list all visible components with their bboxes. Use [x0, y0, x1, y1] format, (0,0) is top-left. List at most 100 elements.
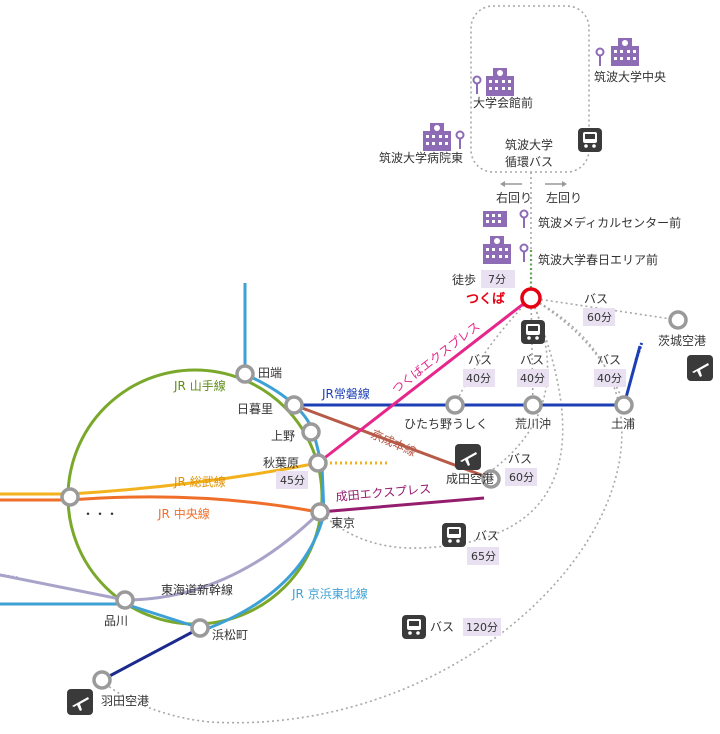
bus-icon	[402, 615, 426, 639]
label-time-tx: 45分	[280, 474, 305, 487]
label-time-tokyo: 65分	[471, 550, 496, 563]
direction-arrows	[500, 181, 567, 187]
label-ibaraki-airport: 茨城空港	[658, 334, 706, 348]
label-narita: 成田空港	[446, 472, 494, 486]
label-bus-hitachino: バス	[468, 353, 492, 367]
bus-stop-icon	[455, 130, 465, 149]
bus-stop-icon	[595, 47, 605, 66]
label-tokyo: 東京	[331, 516, 355, 530]
label-akihabara: 秋葉原	[263, 456, 299, 470]
bus-stop-icon	[519, 209, 529, 228]
line-monorail	[101, 626, 201, 682]
stations	[60, 287, 688, 690]
tag-bg-haneda	[463, 618, 501, 636]
airplane-icon	[687, 355, 713, 381]
station-narita[interactable]	[481, 469, 501, 489]
bus-route-hitachino	[454, 297, 532, 406]
label-loop-title-1: 筑波大学	[505, 137, 553, 152]
bus-routes	[101, 5, 679, 724]
label-hamamatsucho: 浜松町	[212, 628, 248, 642]
bus-icon	[442, 523, 466, 547]
tag-bg-walk	[481, 270, 515, 288]
airplane-icon	[455, 444, 481, 470]
label-kasuga: 筑波大学春日エリア前	[538, 252, 658, 267]
bus-route-tokyo	[319, 297, 564, 549]
station-ueno[interactable]	[301, 422, 321, 442]
label-hitachino-ushiku: ひたち野うしく	[404, 417, 488, 431]
label-bus-haneda: バス	[430, 620, 454, 634]
bus-icon	[521, 320, 545, 344]
tag-bg-narita	[505, 468, 537, 486]
tag-bg-ibaraki	[583, 308, 615, 326]
station-tsukuba[interactable]	[520, 287, 542, 309]
label-line-sobu: JR 総武線	[173, 474, 226, 489]
tag-bg-tsuchiura	[594, 369, 626, 387]
bus-stop-icon	[519, 243, 529, 262]
bus-route-tsuchiura	[530, 297, 625, 405]
line-sobu	[0, 461, 319, 496]
tag-bg-hitachino	[463, 369, 495, 387]
label-line-chuo: JR 中央線	[157, 506, 210, 521]
station-tabata[interactable]	[235, 364, 255, 384]
label-time-tsuchiura: 40分	[597, 372, 622, 385]
campus-loop-route	[470, 5, 590, 173]
label-hospital-east: 筑波大学病院東	[379, 150, 463, 165]
label-univ-central: 筑波大学中央	[594, 69, 666, 84]
tag-bg-arakawaoki	[517, 369, 549, 387]
label-time-haneda: 120分	[466, 621, 498, 634]
label-tsuchiura: 土浦	[611, 417, 635, 431]
line-keihin-southwest	[0, 602, 201, 630]
station-ibaraki-airport[interactable]	[668, 310, 688, 330]
station-haneda[interactable]	[92, 670, 112, 690]
hospital-building-icon	[483, 211, 507, 227]
label-walk-time: 7分	[488, 273, 506, 286]
station-akihabara[interactable]	[308, 453, 328, 473]
label-tsukuba: つくば	[466, 292, 505, 307]
bus-icon	[578, 128, 602, 152]
label-medical-center: 筑波メディカルセンター前	[538, 215, 681, 230]
label-line-shinkansen: 東海道新幹線	[161, 582, 233, 597]
label-univ-hall: 大学会館前	[473, 95, 533, 110]
label-tabata: 田端	[258, 366, 282, 380]
label-line-dots: ・・・	[82, 507, 118, 521]
bus-route-arakawaoki	[530, 297, 534, 406]
line-tokaido-dots	[0, 573, 19, 580]
station-shinagawa[interactable]	[115, 590, 135, 610]
label-bus-tsuchiura: バス	[597, 353, 621, 367]
station-nippori[interactable]	[284, 395, 304, 415]
line-tsukuba-express	[317, 296, 532, 465]
building-icon	[483, 236, 511, 264]
label-shinagawa: 品川	[104, 614, 128, 628]
label-time-arakawaoki: 40分	[520, 372, 545, 385]
label-bus-arakawaoki: バス	[520, 353, 544, 367]
label-bus-tokyo: バス	[475, 529, 499, 543]
label-time-hitachino: 40分	[466, 372, 491, 385]
label-line-keihin-tohoku: JR 京浜東北線	[291, 586, 368, 601]
station-tsuchiura[interactable]	[614, 395, 634, 415]
label-bus-narita: バス	[508, 452, 532, 466]
label-loop-title-2: 循環バス	[505, 155, 553, 169]
label-haneda: 羽田空港	[101, 694, 149, 708]
station-hitachino-ushiku[interactable]	[445, 395, 465, 415]
label-dir-right: 右回り	[496, 190, 532, 205]
label-arakawaoki: 荒川沖	[515, 417, 551, 431]
bus-stop-icon	[472, 75, 482, 94]
line-chuo	[0, 495, 319, 514]
station-hamamatsucho[interactable]	[190, 618, 210, 638]
label-line-keisei: 京成本線	[369, 426, 419, 459]
label-dir-left: 左回り	[546, 190, 582, 205]
station-arakawaoki[interactable]	[523, 395, 543, 415]
label-walk: 徒歩	[452, 272, 476, 287]
line-keisei	[293, 403, 485, 478]
label-ueno: 上野	[271, 429, 295, 443]
label-nippori: 日暮里	[237, 402, 273, 416]
label-line-joban: JR常磐線	[321, 386, 370, 401]
line-tokaido-shinkansen	[0, 510, 322, 602]
tag-bg-tokyo	[467, 547, 499, 565]
label-time-ibaraki: 60分	[587, 311, 612, 324]
tag-bg-tx	[276, 471, 308, 489]
building-icon	[611, 38, 639, 66]
station-tokyo[interactable]	[310, 502, 330, 522]
station-shinagawa-west[interactable]	[60, 487, 80, 507]
